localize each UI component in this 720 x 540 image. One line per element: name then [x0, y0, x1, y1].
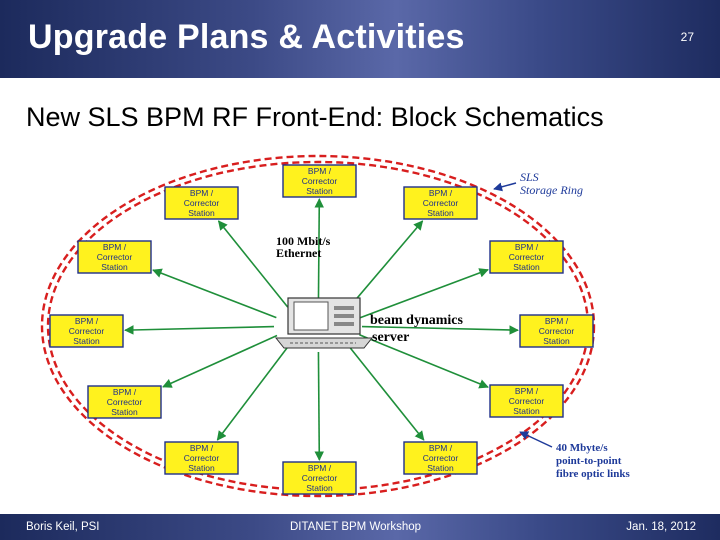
ethernet-arrow	[361, 325, 519, 335]
ring-label-pointer	[493, 182, 517, 192]
station-label: Station	[306, 483, 333, 493]
ethernet-label: 100 Mbit/s	[276, 234, 331, 248]
station-label: Station	[513, 406, 540, 416]
station-label: BPM /	[190, 443, 214, 453]
fibre-label: 40 Mbyte/s	[556, 442, 608, 454]
server-label: server	[372, 330, 409, 345]
header-bar: Upgrade Plans & Activities 27	[0, 0, 720, 78]
fibre-label: point-to-point	[556, 455, 622, 467]
station-label: BPM /	[75, 316, 99, 326]
footer-bar: Boris Keil, PSI DITANET BPM Workshop Jan…	[0, 514, 720, 540]
fibre-label-pointer	[519, 431, 553, 448]
station-label: Corrector	[423, 453, 459, 463]
station-label: Station	[73, 336, 100, 346]
ethernet-arrow	[314, 351, 325, 461]
station-label: BPM /	[103, 242, 127, 252]
station-label: BPM /	[190, 188, 214, 198]
ethernet-arrow	[314, 198, 325, 301]
fibre-label: fibre optic links	[556, 468, 630, 480]
station-label: Station	[427, 208, 454, 218]
footer-author: Boris Keil, PSI	[26, 521, 100, 533]
ethernet-arrow	[216, 345, 290, 441]
ethernet-arrow	[348, 220, 424, 309]
page-number: 27	[680, 30, 694, 44]
station-label: BPM /	[515, 242, 539, 252]
ring-ellipse	[40, 154, 596, 498]
footer-event: DITANET BPM Workshop	[290, 521, 422, 533]
station-label: Corrector	[509, 396, 545, 406]
ethernet-arrow	[347, 344, 425, 441]
station-label: Corrector	[107, 397, 143, 407]
station-label: Corrector	[302, 176, 338, 186]
station-label: BPM /	[515, 386, 539, 396]
station-label: Corrector	[539, 326, 575, 336]
footer-date: Jan. 18, 2012	[626, 521, 696, 533]
ethernet-arrow	[152, 268, 277, 319]
server-label: beam dynamics	[370, 313, 464, 328]
station-label: Station	[101, 262, 128, 272]
station-label: BPM /	[429, 188, 453, 198]
ethernet-links	[124, 198, 519, 461]
station-label: Station	[427, 463, 454, 473]
station-label: Corrector	[423, 198, 459, 208]
station-label: Station	[513, 262, 540, 272]
station-label: Station	[188, 208, 215, 218]
ring-label: SLS	[520, 170, 539, 184]
station-label: BPM /	[113, 387, 137, 397]
ethernet-arrow	[162, 334, 278, 388]
station-label: BPM /	[308, 166, 332, 176]
station-label: Station	[306, 186, 333, 196]
station-label: BPM /	[429, 443, 453, 453]
ethernet-label: Ethernet	[276, 246, 321, 260]
ethernet-arrow	[359, 268, 489, 319]
ethernet-arrow	[359, 334, 489, 389]
station-label: Corrector	[97, 252, 133, 262]
station-label: Station	[543, 336, 570, 346]
station-label: Corrector	[69, 326, 105, 336]
station-label: Station	[111, 407, 138, 417]
ethernet-arrow	[217, 220, 289, 308]
station-label: Corrector	[184, 453, 220, 463]
slide-subtitle: New SLS BPM RF Front-End: Block Schemati…	[26, 102, 604, 132]
station-label: Corrector	[184, 198, 220, 208]
station-label: BPM /	[545, 316, 569, 326]
station-label: BPM /	[308, 463, 332, 473]
slide-title: Upgrade Plans & Activities	[28, 18, 465, 56]
ethernet-arrow	[124, 325, 275, 335]
server-computer-icon	[274, 297, 374, 349]
ring-label: Storage Ring	[520, 183, 583, 197]
station-label: Station	[188, 463, 215, 473]
station-label: Corrector	[302, 473, 338, 483]
station-label: Corrector	[509, 252, 545, 262]
